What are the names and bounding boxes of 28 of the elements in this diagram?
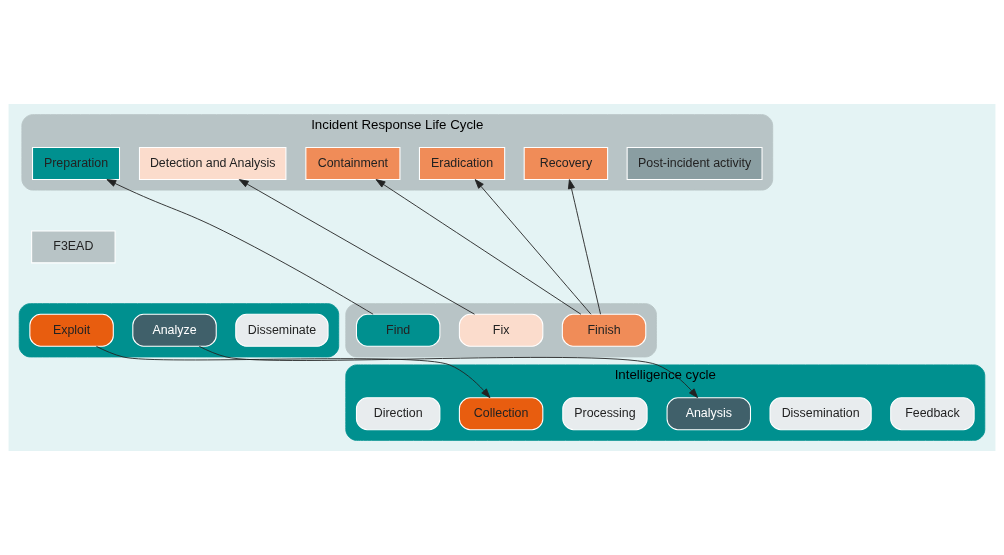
node-box: Processing: [562, 397, 648, 431]
node-box: Analysis: [666, 397, 751, 431]
node-box: Dissemination: [769, 397, 872, 431]
node-box: Recovery: [523, 146, 609, 180]
node-box: Collection: [458, 397, 544, 431]
arrow: [106, 179, 374, 315]
node-box: Exploit: [29, 313, 114, 347]
arrow: [567, 179, 601, 315]
node-box: Preparation: [32, 146, 121, 180]
node-box: Post-incident activity: [626, 146, 763, 180]
cluster: [345, 303, 657, 358]
arrow: [238, 179, 475, 315]
arrow: [95, 345, 491, 399]
node-box: Fix: [458, 313, 544, 347]
node-box: Containment: [305, 146, 401, 180]
cluster: [18, 303, 340, 358]
node-box: Finish: [561, 313, 647, 347]
node-box: F3EAD: [31, 230, 116, 264]
arrow: [474, 179, 592, 315]
node-box: Eradication: [418, 146, 506, 180]
node-box: Find: [355, 313, 441, 347]
arrow: [375, 179, 582, 315]
node-box: Disseminate: [235, 313, 329, 347]
node-box: Feedback: [890, 397, 975, 431]
arrow: [198, 345, 699, 399]
node-box: Analyze: [132, 313, 217, 347]
node-box: Detection and Analysis: [138, 146, 287, 180]
node-box: Direction: [355, 397, 441, 431]
